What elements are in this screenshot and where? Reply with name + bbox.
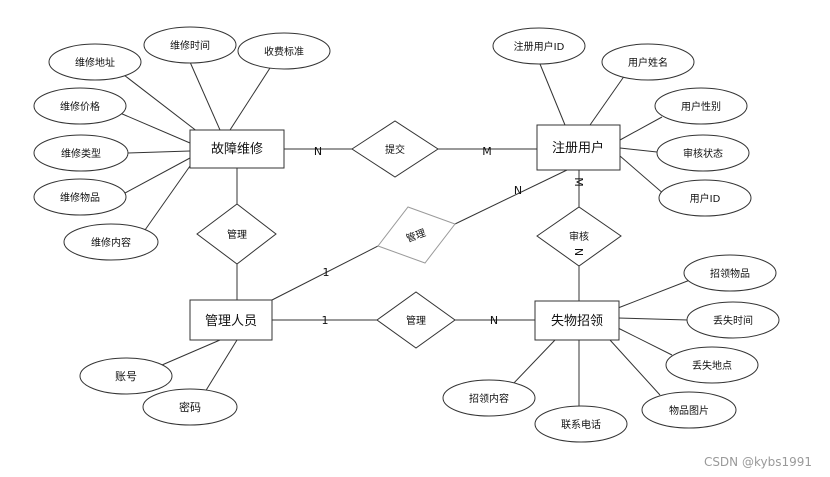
entity-repair: 故障维修 [189, 129, 285, 169]
attr-price: 维修价格 [33, 87, 127, 125]
edge-item [124, 157, 191, 194]
relation-manage-lost-label: 管理 [406, 314, 426, 327]
entity-lostfound: 失物招领 [534, 300, 620, 341]
edge-lost-place [617, 327, 673, 356]
relation-manage-user: 管理 [377, 206, 456, 264]
attr-type-label: 维修类型 [61, 147, 101, 160]
entity-lostfound-label: 失物招领 [551, 314, 603, 329]
relation-admin-repair-label: 管理 [227, 228, 247, 241]
edge-user-name [589, 74, 626, 126]
relation-review: 审核 [536, 206, 622, 267]
attr-price-label: 维修价格 [60, 100, 100, 113]
relation-admin-repair: 管理 [196, 203, 277, 265]
attr-content: 维修内容 [63, 223, 159, 261]
attr-review-status: 审核状态 [656, 134, 750, 172]
attr-lost-time-label: 丢失时间 [713, 314, 753, 327]
attr-repair-addr: 维修地址 [48, 43, 142, 81]
edge-type [127, 150, 191, 154]
cardinality-labels: N M M N 1 N 1 N [314, 145, 585, 327]
edge-repair-time [189, 61, 221, 131]
attr-fee: 收费标准 [237, 32, 331, 70]
attr-item-label: 维修物品 [60, 191, 100, 204]
watermark: CSDN @kybs1991 [704, 455, 812, 469]
attr-content-label: 维修内容 [91, 236, 131, 249]
edge-item-photo [609, 339, 661, 396]
attr-item: 维修物品 [33, 178, 127, 216]
card-admin-manage-user: 1 [323, 266, 330, 279]
relation-review-label: 审核 [569, 230, 589, 243]
card-review-lost: N [572, 248, 585, 256]
attr-repair-time: 维修时间 [143, 26, 237, 64]
edge-fee [229, 67, 271, 131]
attr-user-id-label: 注册用户ID [514, 40, 565, 53]
edge-admin-manage-user [271, 243, 383, 301]
attr-item-photo: 物品图片 [641, 391, 737, 429]
edge-user-id [539, 63, 566, 126]
attr-claim-item: 招领物品 [683, 254, 777, 292]
edge-user-gender [619, 116, 663, 141]
attr-type: 维修类型 [33, 134, 129, 172]
attr-lost-place: 丢失地点 [665, 346, 759, 384]
attr-password: 密码 [142, 388, 238, 426]
entity-repair-label: 故障维修 [211, 142, 263, 157]
attr-lost-place-label: 丢失地点 [692, 359, 732, 372]
card-admin-manage-lost: 1 [322, 314, 329, 327]
entity-user: 注册用户 [536, 124, 621, 171]
attr-repair-time-label: 维修时间 [170, 39, 210, 52]
attr-user-name: 用户姓名 [601, 43, 695, 81]
relation-submit-label: 提交 [385, 143, 405, 156]
attr-fee-label: 收费标准 [264, 45, 304, 58]
card-user-review: M [572, 177, 585, 187]
edge-claim-content [511, 339, 556, 386]
card-manage-lost-lost: N [490, 314, 498, 327]
edge-claim-item [617, 279, 691, 309]
attr-review-status-label: 审核状态 [683, 147, 723, 160]
edge-lost-time [617, 317, 689, 321]
attr-user-id: 注册用户ID [492, 27, 586, 65]
edge-price [119, 112, 191, 144]
attr-account: 账号 [79, 357, 173, 395]
edge-password [204, 339, 238, 393]
edge-content [144, 165, 191, 231]
card-repair-submit: N [314, 145, 322, 158]
edge-review-status [619, 147, 658, 153]
card-manage-user-user: N [514, 184, 522, 197]
attr-phone: 联系电话 [534, 405, 628, 443]
attr-account-label: 账号 [115, 370, 137, 383]
edge-manage-user-user [454, 169, 568, 225]
relation-manage-lost: 管理 [376, 291, 456, 349]
attr-item-photo-label: 物品图片 [669, 404, 709, 417]
attr-claim-item-label: 招领物品 [710, 267, 750, 280]
edges [119, 61, 691, 406]
attr-uid: 用户ID [658, 179, 752, 217]
edge-uid [619, 155, 666, 196]
edge-repair-addr [123, 74, 199, 133]
attr-user-gender: 用户性别 [654, 87, 748, 125]
attr-claim-content: 招领内容 [442, 379, 536, 417]
edge-account [154, 339, 221, 369]
attr-user-gender-label: 用户性别 [681, 100, 721, 113]
attr-user-name-label: 用户姓名 [628, 56, 668, 69]
attr-repair-addr-label: 维修地址 [75, 56, 115, 69]
attr-uid-label: 用户ID [690, 192, 721, 205]
entity-admin: 管理人员 [189, 299, 273, 341]
attr-lost-time: 丢失时间 [686, 301, 780, 339]
attr-password-label: 密码 [179, 400, 201, 414]
relation-submit: 提交 [351, 120, 439, 178]
attr-claim-content-label: 招领内容 [469, 392, 509, 405]
attr-phone-label: 联系电话 [561, 418, 601, 431]
entity-user-label: 注册用户 [552, 140, 604, 156]
card-submit-user: M [482, 145, 492, 158]
entity-admin-label: 管理人员 [205, 314, 257, 329]
